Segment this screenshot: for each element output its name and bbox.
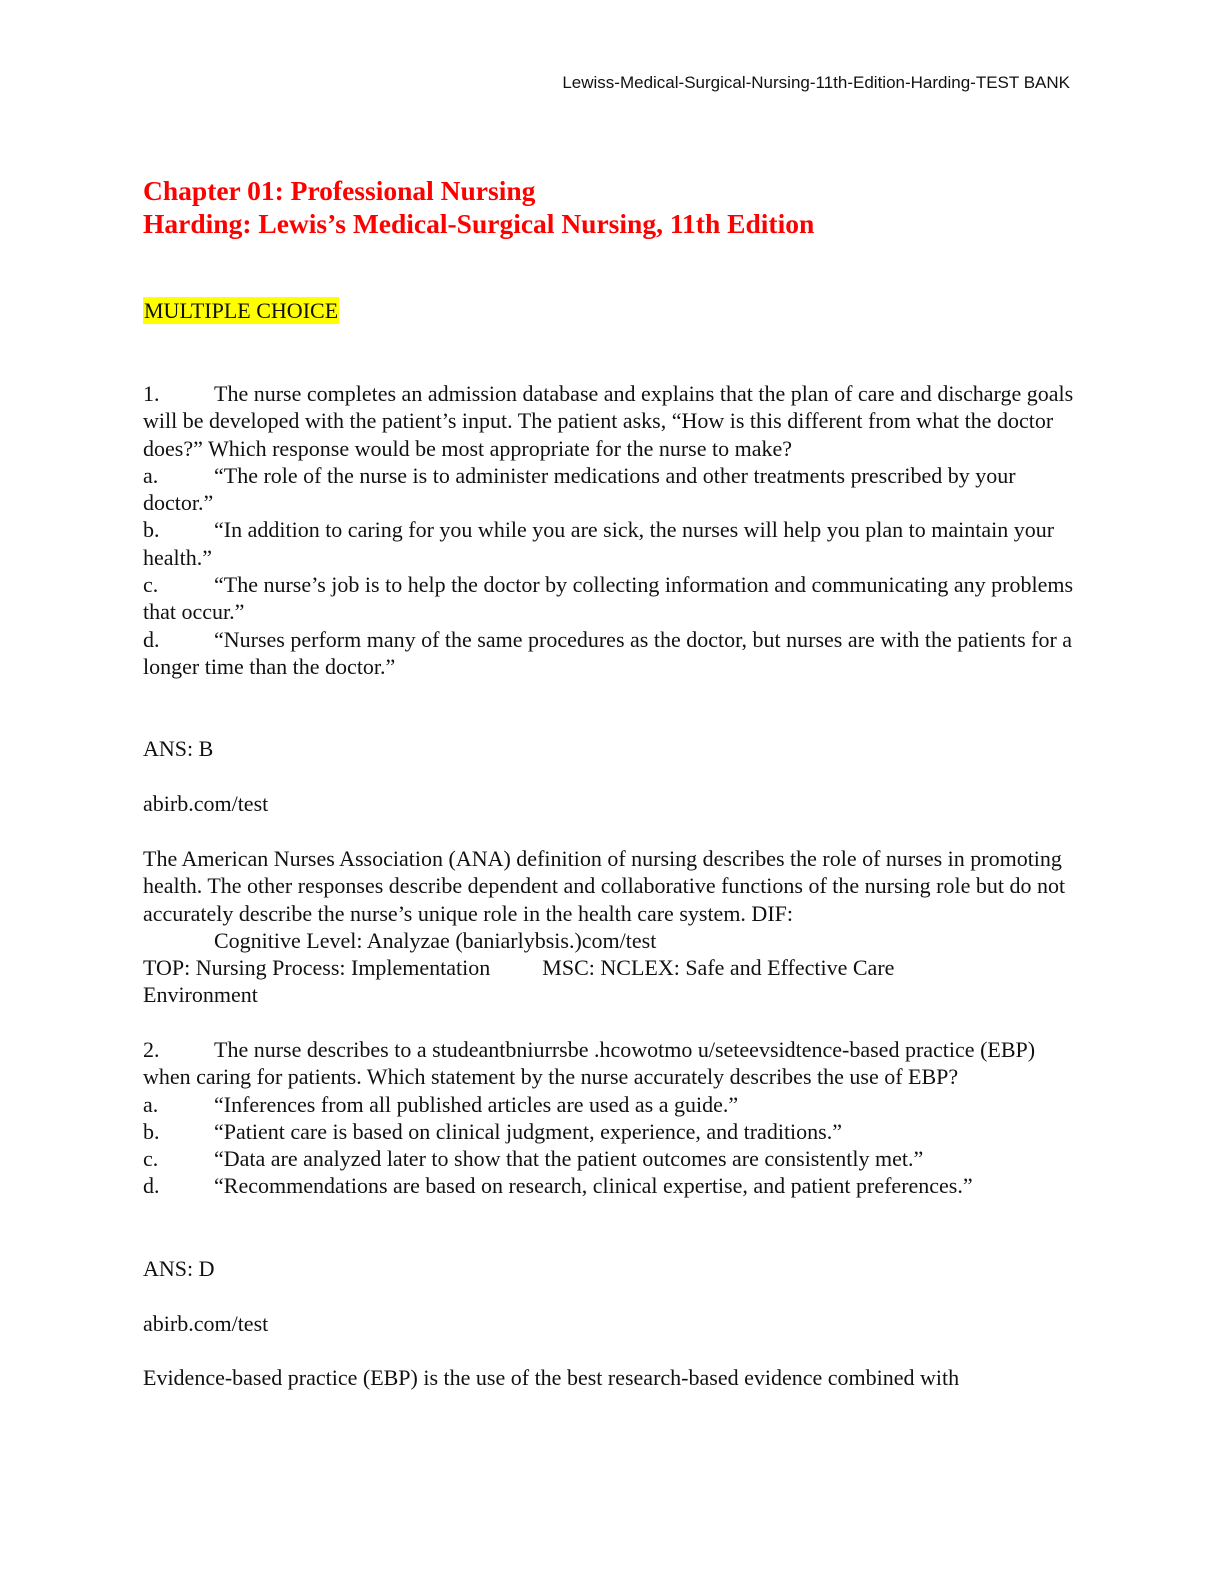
question-2-stem: 2.The nurse describes to a studeantbniur… [143,1037,1036,1090]
option-a: a.“Inferences from all published article… [143,1091,739,1117]
watermark-1: abirb.com/test [143,791,269,816]
question-number: 1. [143,381,160,406]
option-a: a.“The role of the nurse is to administe… [143,462,1016,516]
question-1-stem: 1.The nurse completes an admission datab… [143,381,1074,461]
question-number: 2. [143,1037,160,1062]
option-d: d.“Nurses perform many of the same proce… [143,626,1073,679]
rationale-1: The American Nurses Association (ANA) de… [143,845,1083,1009]
option-b: b.“In addition to caring for you while y… [143,517,1055,570]
option-b: b.“Patient care is based on clinical jud… [143,1118,842,1144]
book-title: Harding: Lewis’s Medical-Surgical Nursin… [143,208,815,239]
option-c: c.“Data are analyzed later to show that … [143,1146,924,1172]
rationale-2: Evidence-based practice (EBP) is the use… [143,1365,960,1390]
answer-2: ANS: D [143,1256,215,1281]
question-2: 2.The nurse describes to a studeantbniur… [143,1036,1083,1200]
section-label: MULTIPLE CHOICE [143,297,340,324]
running-header: Lewiss-Medical-Surgical-Nursing-11th-Edi… [562,73,1070,92]
answer-1: ANS: B [143,736,214,761]
chapter-title: Chapter 01: Professional Nursing [143,175,536,206]
question-1: 1.The nurse completes an admission datab… [143,380,1083,680]
option-c: c.“The nurse’s job is to help the doctor… [143,572,1074,625]
option-d: d.“Recommendations are based on research… [143,1173,973,1199]
cognitive-level: Cognitive Level: Analyzae (baniarlybsis.… [214,927,657,953]
watermark-2: abirb.com/test [143,1311,269,1336]
chapter-titles: Chapter 01: Professional Nursing Harding… [143,174,814,240]
